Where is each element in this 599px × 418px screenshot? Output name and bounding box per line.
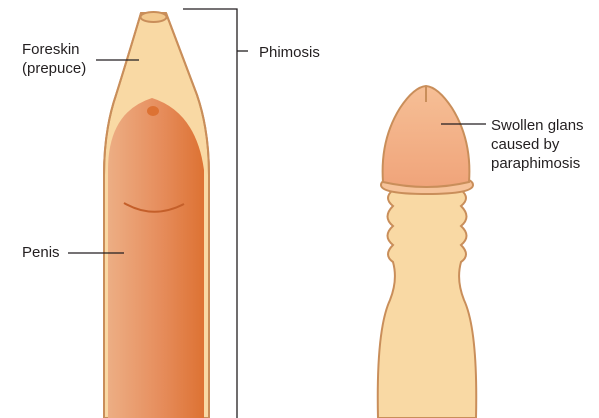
foreskin-label: Foreskin (prepuce) bbox=[22, 40, 86, 78]
phimosis-illustration bbox=[104, 12, 209, 418]
phimosis-label: Phimosis bbox=[259, 43, 320, 62]
swollen-glans-label-line3: paraphimosis bbox=[491, 154, 584, 173]
penis-shaft-shape bbox=[108, 98, 204, 418]
foreskin-opening bbox=[141, 12, 167, 22]
urethral-opening bbox=[147, 106, 159, 116]
penis-label: Penis bbox=[22, 243, 60, 262]
paraphimosis-illustration bbox=[378, 86, 477, 418]
swollen-glans-label: Swollen glans caused by paraphimosis bbox=[491, 116, 584, 173]
foreskin-label-line2: (prepuce) bbox=[22, 59, 86, 78]
swollen-glans-label-line2: caused by bbox=[491, 135, 584, 154]
swollen-glans-label-line1: Swollen glans bbox=[491, 116, 584, 135]
foreskin-label-line1: Foreskin bbox=[22, 40, 86, 59]
retracted-foreskin-shape bbox=[378, 190, 477, 418]
